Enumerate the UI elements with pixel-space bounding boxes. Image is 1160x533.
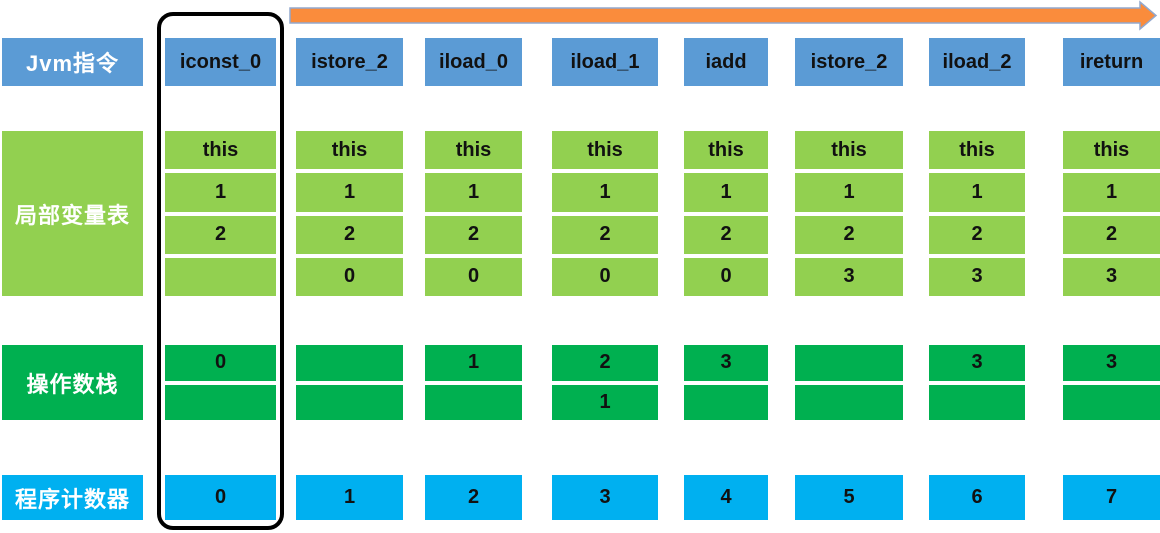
local-vars-column: this 1 2 0 (425, 131, 522, 296)
local-vars-row: 局部变量表 this 1 2 this 1 2 0 this 1 2 0 thi… (0, 131, 1160, 296)
instruction-cell: istore_2 (795, 38, 903, 86)
local-var-cell: 1 (552, 173, 658, 212)
stack-cell (165, 384, 276, 420)
operand-stack-column (296, 345, 403, 420)
stack-cell: 2 (552, 345, 658, 381)
local-var-cell: 2 (795, 215, 903, 254)
operand-stack-column: 3 (929, 345, 1025, 420)
local-var-cell: 1 (1063, 173, 1160, 212)
local-var-cell: 0 (296, 257, 403, 296)
pc-cell: 3 (552, 475, 658, 520)
row-label-operand-stack: 操作数栈 (2, 345, 143, 420)
local-var-cell (165, 257, 276, 296)
instruction-row: Jvm指令 iconst_0 istore_2 iload_0 iload_1 … (0, 38, 1160, 86)
local-var-cell: 3 (1063, 257, 1160, 296)
instruction-cell: ireturn (1063, 38, 1160, 86)
local-vars-column: this 1 2 0 (552, 131, 658, 296)
stack-cell (296, 384, 403, 420)
pc-cell: 2 (425, 475, 522, 520)
pc-cell: 4 (684, 475, 768, 520)
stack-cell: 1 (425, 345, 522, 381)
instruction-cell: iadd (684, 38, 768, 86)
instruction-cell: istore_2 (296, 38, 403, 86)
instruction-cell: iload_2 (929, 38, 1025, 86)
stack-cell (1063, 384, 1160, 420)
row-label-program-counter: 程序计数器 (2, 475, 143, 520)
pc-cell: 5 (795, 475, 903, 520)
operand-stack-column: 0 (165, 345, 276, 420)
local-var-cell: 0 (684, 257, 768, 296)
stack-cell (684, 384, 768, 420)
stack-cell: 3 (1063, 345, 1160, 381)
local-var-cell: 2 (552, 215, 658, 254)
local-var-cell: this (296, 131, 403, 170)
local-var-cell: 2 (165, 215, 276, 254)
operand-stack-column: 3 (1063, 345, 1160, 420)
stack-cell (425, 384, 522, 420)
local-var-cell: 2 (929, 215, 1025, 254)
operand-stack-column: 1 (425, 345, 522, 420)
local-vars-column: this 1 2 3 (1063, 131, 1160, 296)
local-var-cell: 1 (684, 173, 768, 212)
local-var-cell: this (795, 131, 903, 170)
stack-cell (929, 384, 1025, 420)
row-label-instructions: Jvm指令 (2, 38, 143, 86)
local-var-cell: this (684, 131, 768, 170)
operand-stack-row: 操作数栈 0 1 2 1 3 3 3 (0, 345, 1160, 420)
local-var-cell: 2 (1063, 215, 1160, 254)
instruction-cell: iconst_0 (165, 38, 276, 86)
local-var-cell: 1 (425, 173, 522, 212)
stack-cell: 1 (552, 384, 658, 420)
local-var-cell: 0 (425, 257, 522, 296)
local-vars-column: this 1 2 (165, 131, 276, 296)
local-var-cell: this (165, 131, 276, 170)
local-var-cell: this (1063, 131, 1160, 170)
pc-cell: 7 (1063, 475, 1160, 520)
instruction-cell: iload_1 (552, 38, 658, 86)
local-var-cell: 1 (296, 173, 403, 212)
stack-cell: 0 (165, 345, 276, 381)
pc-cell: 1 (296, 475, 403, 520)
local-var-cell: this (929, 131, 1025, 170)
local-var-cell: 2 (684, 215, 768, 254)
local-vars-column: this 1 2 3 (795, 131, 903, 296)
stack-cell (795, 345, 903, 381)
operand-stack-column: 3 (684, 345, 768, 420)
stack-cell (795, 384, 903, 420)
local-var-cell: 3 (929, 257, 1025, 296)
right-arrow-icon (289, 0, 1158, 31)
local-var-cell: 2 (425, 215, 522, 254)
program-counter-row: 程序计数器 0 1 2 3 4 5 6 7 (0, 475, 1160, 520)
pc-cell: 0 (165, 475, 276, 520)
local-var-cell: 3 (795, 257, 903, 296)
local-var-cell: 2 (296, 215, 403, 254)
local-vars-column: this 1 2 3 (929, 131, 1025, 296)
local-var-cell: this (425, 131, 522, 170)
operand-stack-column (795, 345, 903, 420)
instruction-cell: iload_0 (425, 38, 522, 86)
stack-cell (296, 345, 403, 381)
pc-cell: 6 (929, 475, 1025, 520)
local-vars-column: this 1 2 0 (296, 131, 403, 296)
stack-cell: 3 (684, 345, 768, 381)
local-vars-column: this 1 2 0 (684, 131, 768, 296)
local-var-cell: 0 (552, 257, 658, 296)
operand-stack-column: 2 1 (552, 345, 658, 420)
local-var-cell: 1 (795, 173, 903, 212)
stack-cell: 3 (929, 345, 1025, 381)
local-var-cell: 1 (165, 173, 276, 212)
local-var-cell: this (552, 131, 658, 170)
local-var-cell: 1 (929, 173, 1025, 212)
row-label-local-vars: 局部变量表 (2, 131, 143, 296)
